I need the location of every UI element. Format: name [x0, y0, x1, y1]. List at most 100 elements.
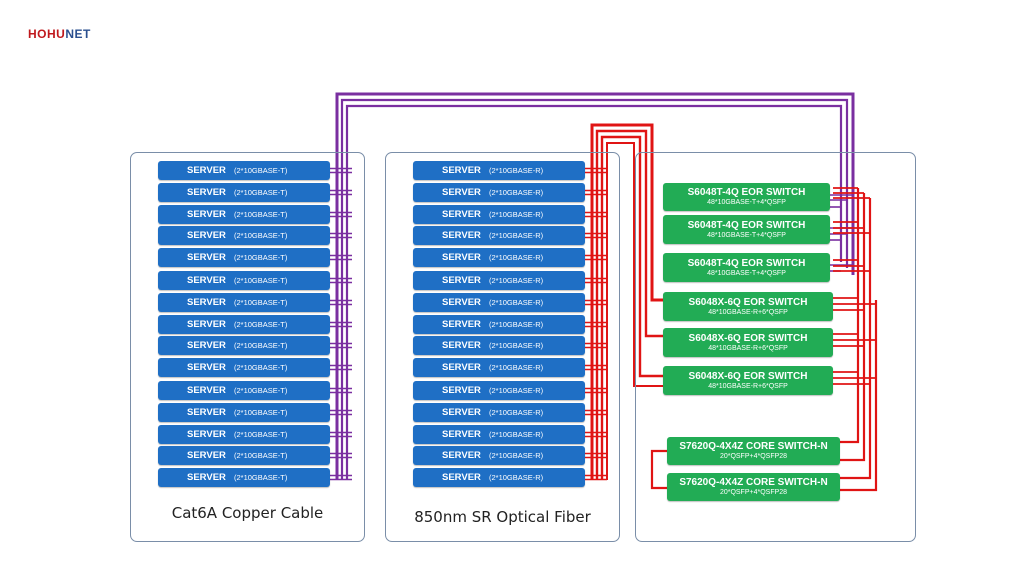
copper-server: SERVER (2*10GBASE-T): [158, 271, 330, 290]
server-port-spec: (2*10GBASE-R): [489, 231, 544, 240]
server-port-spec: (2*10GBASE-T): [234, 298, 288, 307]
switch-port-spec: 48*10GBASE-T+4*QSFP: [707, 231, 786, 239]
fiber-server-panel: 850nm SR Optical Fiber: [385, 152, 620, 542]
server-port-spec: (2*10GBASE-R): [489, 363, 544, 372]
brand-logo-part2: NET: [65, 27, 91, 41]
copper-server: SERVER (2*10GBASE-T): [158, 358, 330, 377]
server-name: SERVER: [187, 209, 226, 220]
copper-panel-caption: Cat6A Copper Cable: [171, 504, 324, 522]
switch-model: S6048T-4Q EOR SWITCH: [687, 257, 806, 269]
server-name: SERVER: [187, 319, 226, 330]
server-port-spec: (2*10GBASE-R): [489, 408, 544, 417]
fiber-server: SERVER (2*10GBASE-R): [413, 183, 585, 202]
switch-model: S6048X-6Q EOR SWITCH: [688, 296, 808, 308]
server-port-spec: (2*10GBASE-T): [234, 430, 288, 439]
fiber-server: SERVER(2*10GBASE-R): [413, 226, 585, 245]
server-port-spec: (2*10GBASE-T): [234, 386, 288, 395]
switch-port-spec: 20*QSFP+4*QSFP28: [719, 489, 788, 496]
switch-panel: [635, 152, 916, 542]
server-name: SERVER: [442, 165, 481, 176]
server-port-spec: (2*10GBASE-R): [489, 166, 544, 175]
fiber-panel-caption: 850nm SR Optical Fiber: [414, 508, 591, 526]
switch-model: S7620Q-4X4Z CORE SWITCH-N: [679, 477, 828, 488]
switch-port-spec: 48*10GBASE-T+4*QSFP: [707, 269, 786, 277]
server-name: SERVER: [442, 407, 481, 418]
fiber-server: SERVER (2*10GBASE-R): [413, 358, 585, 377]
server-name: SERVER: [187, 340, 226, 351]
server-name: SERVER: [187, 275, 226, 286]
server-name: SERVER: [442, 429, 481, 440]
copper-server: SERVER (2*10GBASE-T): [158, 381, 330, 400]
copper-server: SERVER(2*10GBASE-T): [158, 293, 330, 312]
server-port-spec: (2*10GBASE-R): [489, 276, 544, 285]
fiber-server: SERVER(2*10GBASE-R): [413, 336, 585, 355]
server-name: SERVER: [442, 472, 481, 483]
server-name: SERVER: [442, 385, 481, 396]
server-port-spec: (2*10GBASE-R): [489, 341, 544, 350]
server-port-spec: (2*10GBASE-T): [234, 210, 288, 219]
server-port-spec: (2*10GBASE-T): [234, 363, 288, 372]
copper-server: SERVER (2*10GBASE-T): [158, 425, 330, 444]
copper-server: SERVER (2*10GBASE-T): [158, 161, 330, 180]
switch-model: S6048T-4Q EOR SWITCH: [687, 219, 806, 231]
server-name: SERVER: [442, 252, 481, 263]
fiber-server: SERVER (2*10GBASE-R): [413, 403, 585, 422]
server-name: SERVER: [187, 252, 226, 263]
brand-logo-part1: HOHU: [28, 27, 66, 41]
server-port-spec: (2*10GBASE-T): [234, 473, 288, 482]
copper-server: SERVER (2*10GBASE-T): [158, 248, 330, 267]
server-name: SERVER: [187, 429, 226, 440]
copper-server: SERVER (2*10GBASE-T): [158, 336, 330, 355]
server-name: SERVER: [187, 407, 226, 418]
fiber-server: SERVER (2*10GBASE-R): [413, 293, 585, 312]
fiber-server: SERVER(2*10GBASE-R): [413, 315, 585, 334]
copper-server: SERVER (2*10GBASE-T): [158, 315, 330, 334]
server-port-spec: (2*10GBASE-R): [489, 473, 544, 482]
server-name: SERVER: [442, 319, 481, 330]
server-port-spec: (2*10GBASE-T): [234, 166, 288, 175]
switch-model: S6048X-6Q EOR SWITCH: [688, 370, 808, 382]
server-name: SERVER: [187, 165, 226, 176]
switch-port-spec: 48*10GBASE-T+4*QSFP: [707, 199, 786, 206]
server-port-spec: (2*10GBASE-T): [234, 231, 288, 240]
server-port-spec: (2*10GBASE-T): [234, 408, 288, 417]
server-port-spec: (2*10GBASE-T): [234, 320, 288, 329]
copper-server: SERVER(2*10GBASE-T): [158, 468, 330, 487]
server-port-spec: (2*10GBASE-T): [234, 276, 288, 285]
server-name: SERVER: [442, 450, 481, 461]
server-name: SERVER: [187, 230, 226, 241]
server-port-spec: (2*10GBASE-R): [489, 188, 544, 197]
fiber-server: SERVER (2*10GBASE-R): [413, 468, 585, 487]
server-name: SERVER: [442, 362, 481, 373]
copper-server: SERVER(2*10GBASE-T): [158, 446, 330, 465]
fiber-server: SERVER(2*10GBASE-R): [413, 205, 585, 224]
server-name: SERVER: [442, 187, 481, 198]
server-port-spec: (2*10GBASE-R): [489, 298, 544, 307]
server-name: SERVER: [442, 275, 481, 286]
server-port-spec: (2*10GBASE-T): [234, 341, 288, 350]
switch-model: S7620Q-4X4Z CORE SWITCH-N: [679, 441, 828, 452]
fiber-server: SERVER (2*10GBASE-R): [413, 271, 585, 290]
fiber-server: SERVER(2*10GBASE-R): [413, 425, 585, 444]
server-port-spec: (2*10GBASE-R): [489, 386, 544, 395]
copper-server: SERVER (2*10GBASE-T): [158, 205, 330, 224]
server-name: SERVER: [442, 209, 481, 220]
fiber-server: SERVER (2*10GBASE-R): [413, 248, 585, 267]
server-name: SERVER: [442, 297, 481, 308]
server-name: SERVER: [187, 385, 226, 396]
copper-server: SERVER(2*10GBASE-T): [158, 183, 330, 202]
server-name: SERVER: [187, 187, 226, 198]
fiber-server: SERVER (2*10GBASE-R): [413, 381, 585, 400]
switch-port-spec: 48*10GBASE-R+6*QSFP: [708, 344, 788, 352]
copper-server-panel: Cat6A Copper Cable: [130, 152, 365, 542]
server-port-spec: (2*10GBASE-R): [489, 253, 544, 262]
server-port-spec: (2*10GBASE-T): [234, 253, 288, 262]
server-name: SERVER: [187, 362, 226, 373]
fiber-server: SERVER (2*10GBASE-R): [413, 161, 585, 180]
